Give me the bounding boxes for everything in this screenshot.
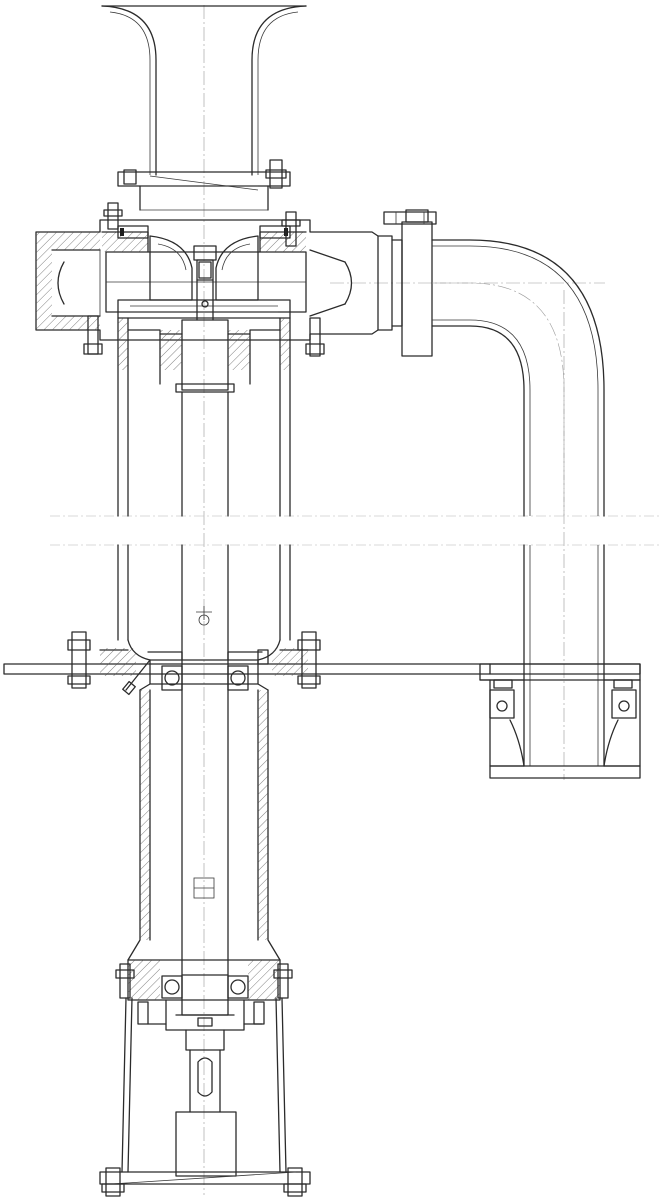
suction-bell (101, 5, 307, 211)
volute-casing (35, 202, 379, 357)
bearing-housing (122, 649, 281, 961)
coupling (115, 959, 293, 1113)
casing-bracket (117, 317, 291, 517)
mounting-plate (3, 631, 641, 779)
discharge-elbow (377, 209, 605, 767)
centerlines (50, 5, 661, 1195)
shaft (175, 279, 235, 976)
motor-stand (99, 997, 311, 1197)
